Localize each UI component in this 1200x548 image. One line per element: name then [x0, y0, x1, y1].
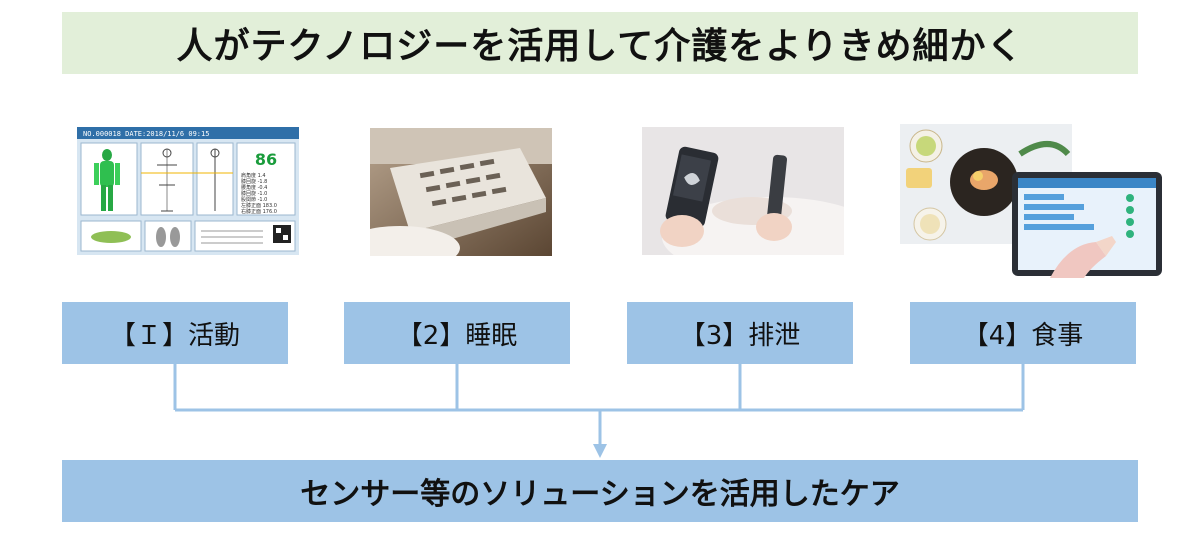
category-box-sleep: 【2】睡眠	[344, 302, 570, 364]
category-box-excretion: 【3】排泄	[627, 302, 853, 364]
svg-text:腰角度 -0.4: 腰角度 -0.4	[241, 184, 267, 191]
svg-text:股関節 -1.0: 股関節 -1.0	[241, 196, 267, 203]
activity-monitor-image: NO.000018 DATE:2018/11/6 09:15 86 肩角度 1.…	[77, 127, 299, 255]
category-label-activity: 【Ｉ】活動	[109, 320, 240, 351]
excretion-sensor-image	[642, 127, 844, 255]
sleep-sensor-image	[370, 128, 552, 256]
result-label: センサー等のソリューションを活用したケア	[300, 477, 900, 512]
screen-score: 86	[255, 150, 277, 169]
svg-text:肩角度 1.4: 肩角度 1.4	[241, 172, 266, 179]
svg-text:右膝正面 176.0: 右膝正面 176.0	[241, 208, 277, 215]
arrow-head	[593, 444, 607, 458]
category-label-sleep: 【2】睡眠	[396, 320, 518, 351]
category-label-excretion: 【3】排泄	[679, 320, 801, 351]
category-label-meal: 【4】食事	[962, 320, 1084, 351]
category-box-meal: 【4】食事	[910, 302, 1136, 364]
page-title: 人がテクノロジーを活用して介護をよりきめ細かく	[176, 25, 1024, 67]
svg-text:膝回旋 -1.0: 膝回旋 -1.0	[241, 190, 267, 197]
result-banner: センサー等のソリューションを活用したケア	[62, 460, 1138, 522]
category-box-activity: 【Ｉ】活動	[62, 302, 288, 364]
svg-text:膝回旋 -1.8: 膝回旋 -1.8	[241, 178, 267, 185]
meal-tablet-image	[900, 124, 1162, 278]
title-banner: 人がテクノロジーを活用して介護をよりきめ細かく	[62, 12, 1138, 74]
svg-text:左膝正面 183.0: 左膝正面 183.0	[241, 202, 277, 209]
screen-header-text: NO.000018 DATE:2018/11/6 09:15	[83, 130, 209, 138]
